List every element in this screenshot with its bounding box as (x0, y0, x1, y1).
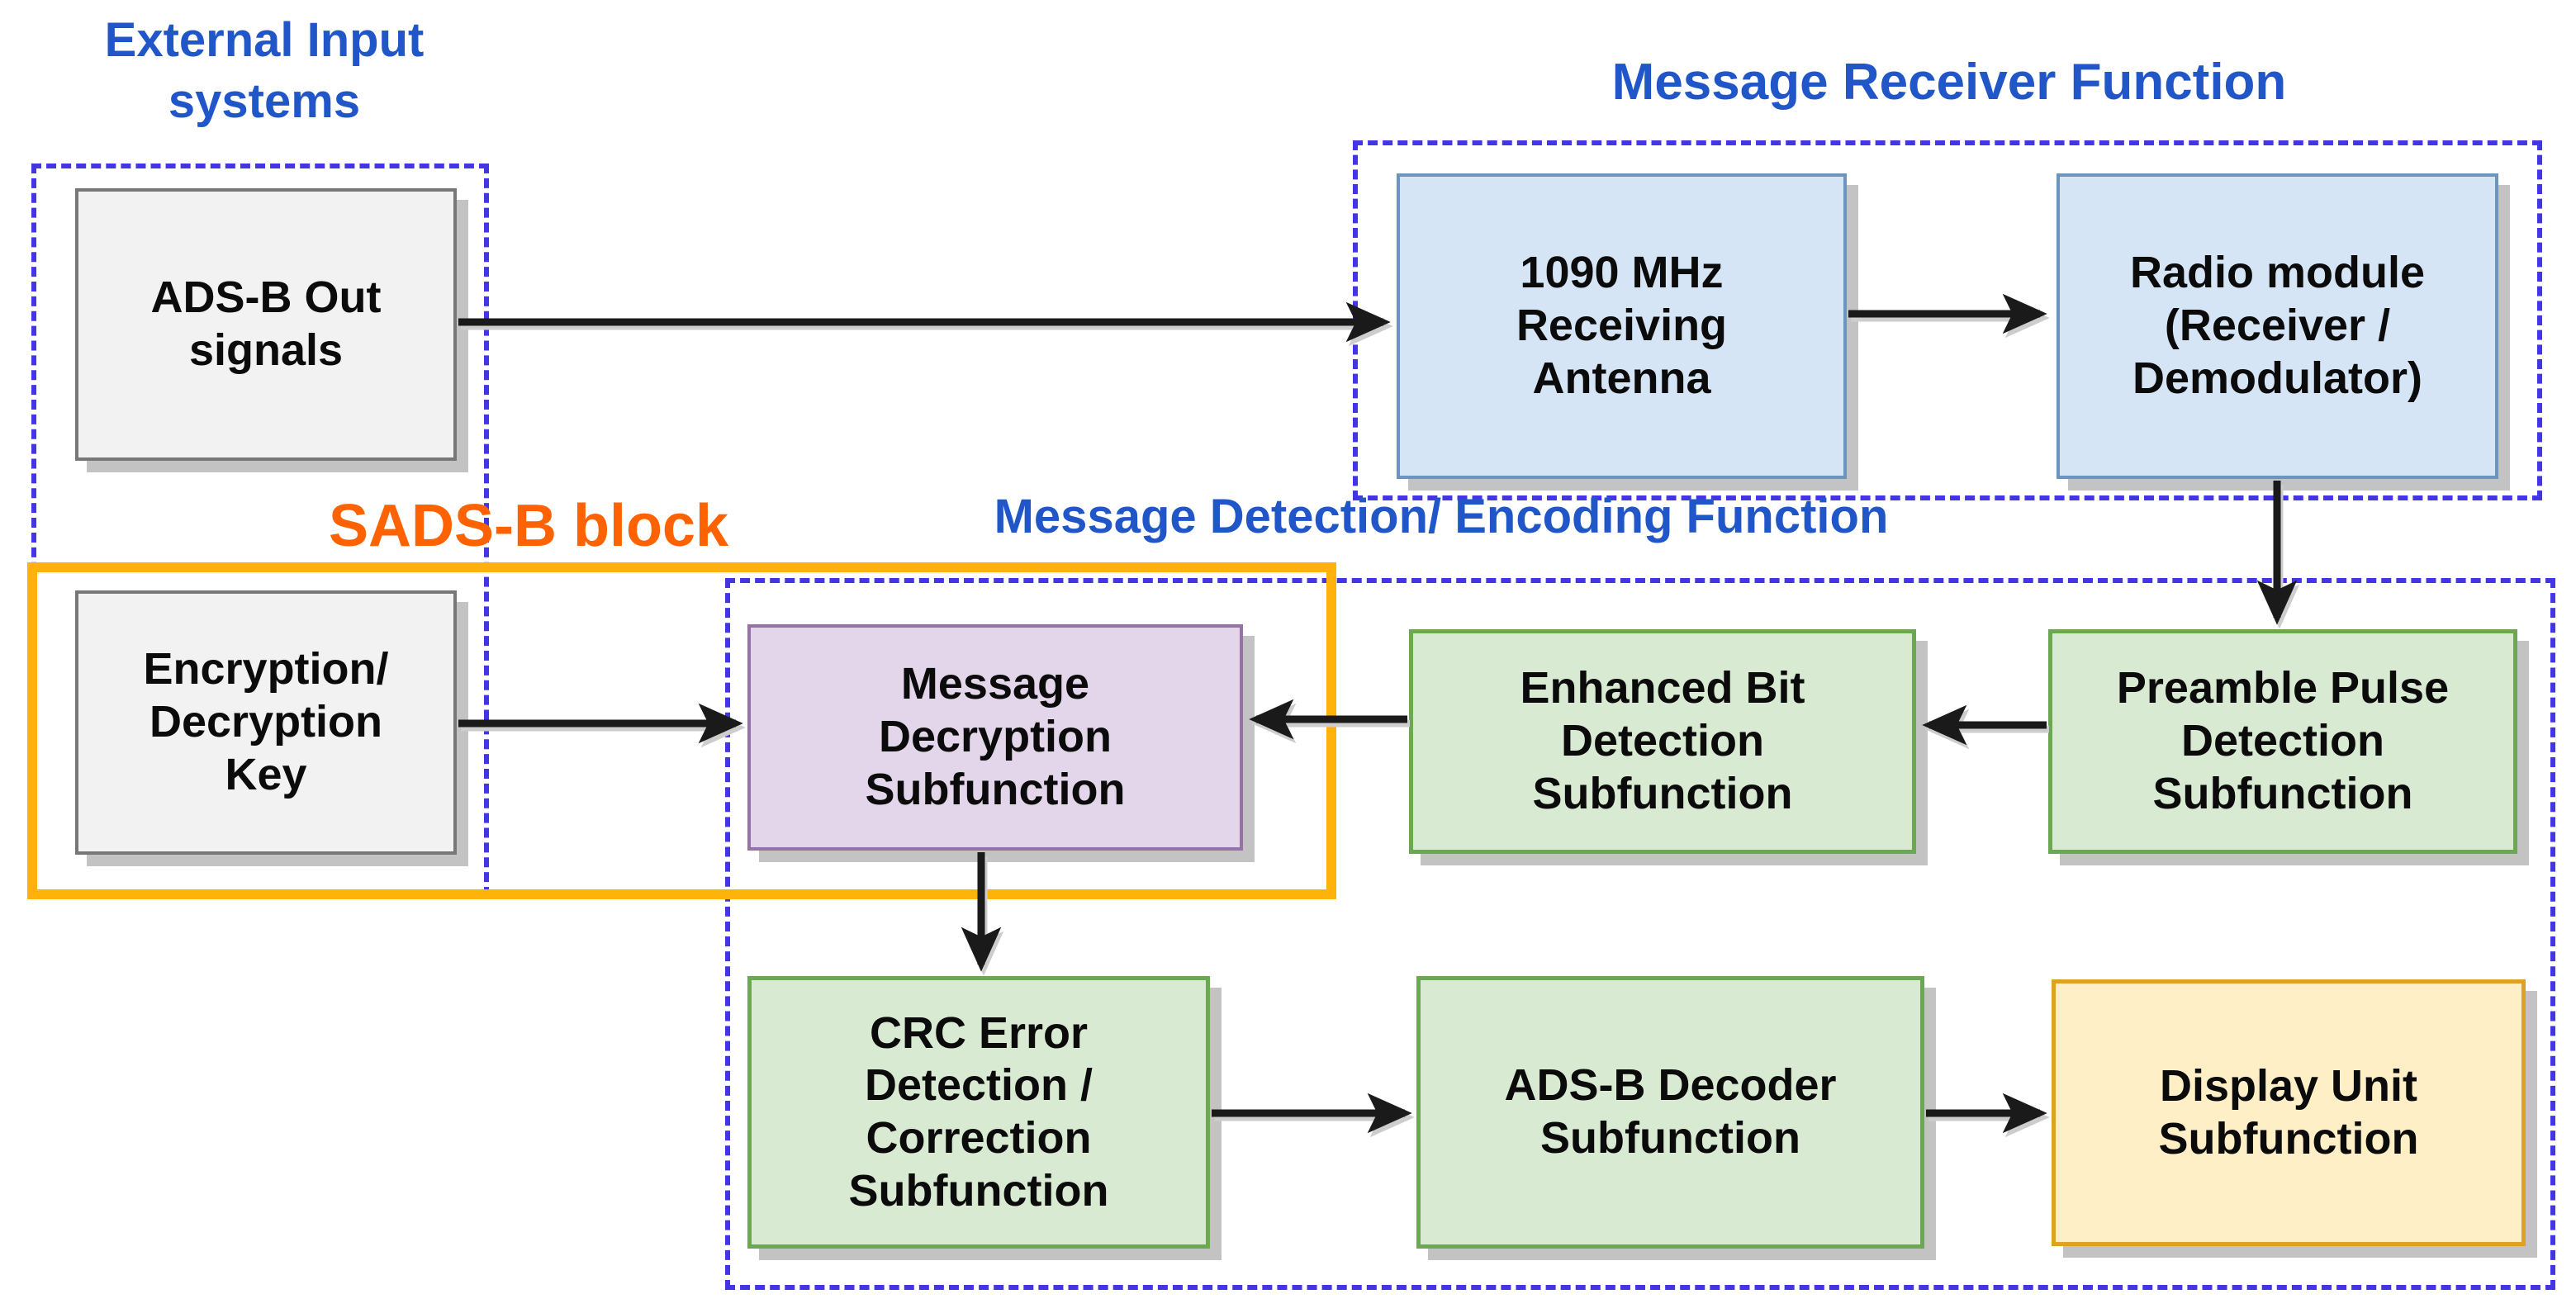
node-label: ADS-B Decoder Subfunction (1504, 1060, 1837, 1163)
node-radio-module: Radio module (Receiver / Demodulator) (2057, 173, 2498, 479)
node-adsb-out-signals: ADS-B Out signals (75, 188, 457, 461)
node-label: Display Unit Subfunction (2158, 1060, 2419, 1164)
node-display-unit-subfunction: Display Unit Subfunction (2052, 979, 2526, 1246)
node-label: CRC Error Detection / Correction Subfunc… (848, 1007, 1109, 1216)
node-label: Preamble Pulse Detection Subfunction (2116, 663, 2450, 818)
group-box-sads-b-block (27, 562, 1336, 899)
node-message-decryption-subfunction: Message Decryption Subfunction (747, 624, 1243, 851)
node-label: ADS-B Out signals (150, 273, 382, 375)
group-box-message-detection-encoding-function (725, 578, 2555, 1290)
node-crc-error-detection-correction-subfunction: CRC Error Detection / Correction Subfunc… (747, 976, 1210, 1249)
node-label: Message Decryption Subfunction (865, 659, 1126, 814)
node-encryption-decryption-key: Encryption/ Decryption Key (75, 590, 457, 855)
node-label: Radio module (Receiver / Demodulator) (2129, 248, 2425, 403)
node-label: Enhanced Bit Detection Subfunction (1520, 663, 1805, 818)
node-label: 1090 MHz Receiving Antenna (1516, 248, 1728, 403)
group-label-external-input-systems: External Input systems (104, 13, 425, 129)
node-preamble-pulse-detection-subfunction: Preamble Pulse Detection Subfunction (2048, 629, 2517, 854)
group-label-message-detection-encoding-function: Message Detection/ Encoding Function (994, 490, 1889, 543)
group-label-sads-b-block: SADS-B block (328, 493, 729, 559)
node-enhanced-bit-detection-subfunction: Enhanced Bit Detection Subfunction (1409, 629, 1916, 854)
group-label-message-receiver-function: Message Receiver Function (1611, 54, 2287, 111)
node-adsb-decoder-subfunction: ADS-B Decoder Subfunction (1416, 976, 1924, 1249)
node-label: Encryption/ Decryption Key (143, 644, 389, 799)
node-1090mhz-receiving-antenna: 1090 MHz Receiving Antenna (1397, 173, 1847, 479)
